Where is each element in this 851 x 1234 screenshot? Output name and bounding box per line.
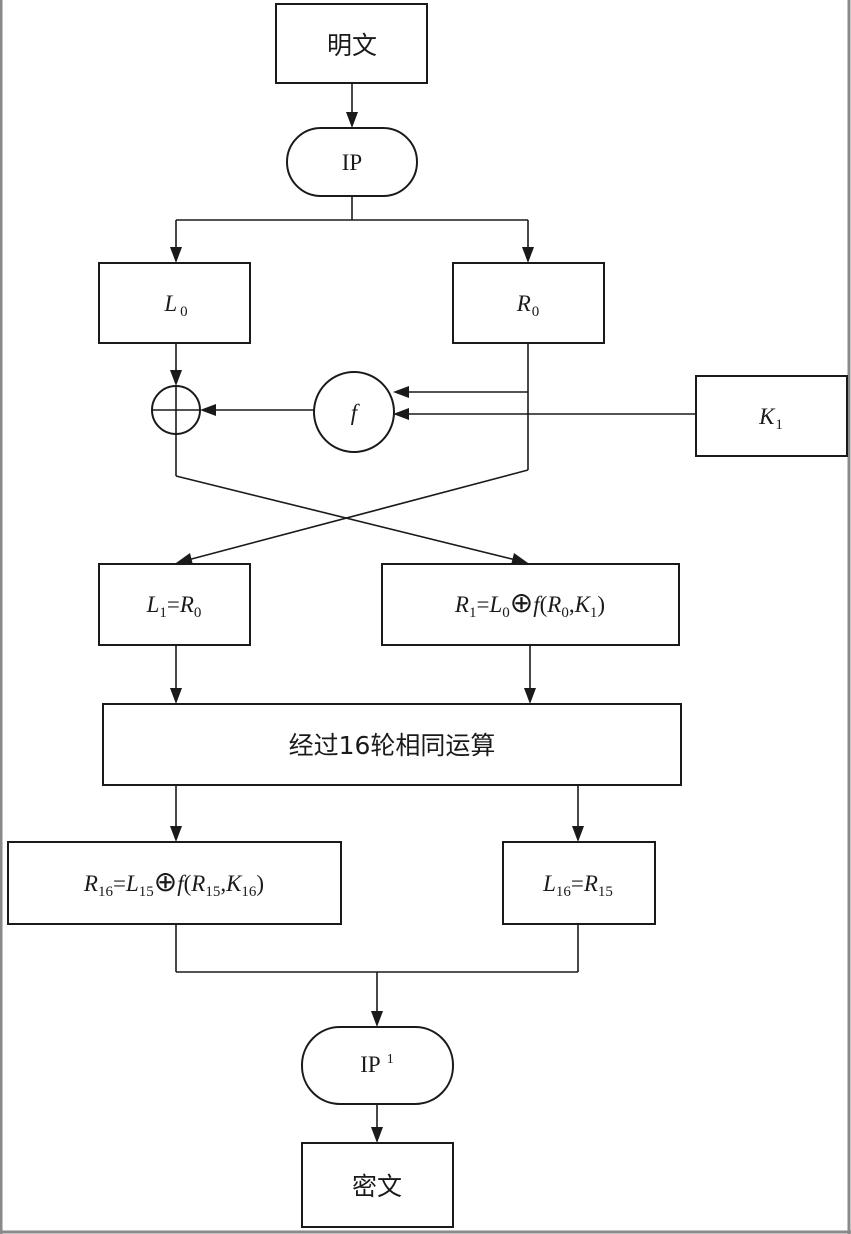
ip-inverse-label: IP 1 bbox=[360, 1052, 393, 1077]
arrowhead bbox=[524, 688, 536, 704]
l16-eq: = bbox=[571, 871, 584, 896]
l1-lhs-sub: 1 bbox=[159, 605, 167, 621]
r16-f: f bbox=[177, 871, 187, 896]
arrowhead bbox=[572, 826, 584, 842]
l0-var: L bbox=[163, 291, 177, 316]
r16-open: ( bbox=[184, 871, 192, 896]
r1-comma: , bbox=[569, 592, 575, 617]
r16-node: R16=L15⊕f(R15,K16) bbox=[7, 841, 342, 925]
r16-c-var: K bbox=[225, 871, 243, 896]
r1-xor-symbol: ⊕ bbox=[510, 588, 533, 619]
r1-b-var: R bbox=[546, 592, 561, 617]
r16-lhs-var: R bbox=[83, 871, 98, 896]
plaintext-node: 明文 bbox=[275, 3, 428, 84]
l16-node: L16=R15 bbox=[502, 841, 656, 925]
r1-c-var: K bbox=[574, 592, 592, 617]
arrowhead bbox=[393, 386, 409, 398]
arrowhead bbox=[371, 1011, 383, 1027]
l1-node: L1=R0 bbox=[98, 563, 251, 646]
arrowhead bbox=[511, 553, 528, 565]
r0-var: R bbox=[516, 291, 531, 316]
ip-inverse-node: IP 1 bbox=[301, 1026, 454, 1105]
ip-inverse-sup: 1 bbox=[387, 1052, 394, 1067]
edge-xor-cross-to-r1 bbox=[175, 475, 521, 562]
ip-inverse-text: IP bbox=[360, 1052, 380, 1077]
r1-node: R1=L0⊕f(R0,K1) bbox=[381, 563, 680, 646]
r16-comma: , bbox=[220, 871, 226, 896]
r1-c-sub: 1 bbox=[590, 605, 598, 621]
r16-a-var: L bbox=[125, 871, 139, 896]
ciphertext-label: 密文 bbox=[352, 1172, 402, 1201]
l16-rhs-var: R bbox=[583, 871, 598, 896]
k1-node: K1 bbox=[695, 375, 848, 457]
l1-lhs-var: L bbox=[146, 592, 160, 617]
arrowhead bbox=[393, 408, 409, 420]
arrowhead bbox=[346, 112, 358, 128]
r0-label: R0 bbox=[516, 291, 540, 320]
k1-label: K1 bbox=[758, 404, 783, 433]
k1-var: K bbox=[758, 404, 776, 429]
r1-lhs-sub: 1 bbox=[469, 605, 477, 621]
r1-b-sub: 0 bbox=[561, 605, 569, 621]
arrowhead bbox=[371, 1127, 383, 1143]
ip-node: IP bbox=[286, 127, 418, 197]
l16-lhs-sub: 16 bbox=[556, 884, 572, 900]
r16-label: R16=L15⊕f(R15,K16) bbox=[83, 867, 264, 900]
rounds-label: 经过16轮相同运算 bbox=[289, 731, 496, 760]
arrowhead bbox=[522, 247, 534, 263]
r1-lhs-var: R bbox=[454, 592, 469, 617]
l0-sub: 0 bbox=[180, 304, 188, 320]
xor-operator bbox=[151, 385, 201, 435]
arrowhead bbox=[170, 370, 182, 386]
r16-b-var: R bbox=[190, 871, 205, 896]
r16-xor-symbol: ⊕ bbox=[154, 867, 177, 898]
r1-a-var: L bbox=[488, 592, 502, 617]
l1-rhs-var: R bbox=[179, 592, 194, 617]
ciphertext-node: 密文 bbox=[301, 1142, 454, 1228]
r1-eq: = bbox=[476, 592, 489, 617]
arrowhead bbox=[200, 404, 216, 416]
edge-r0-cross-to-l1 bbox=[183, 469, 529, 562]
l16-lhs-var: L bbox=[542, 871, 556, 896]
r1-open: ( bbox=[540, 592, 548, 617]
ip-label: IP bbox=[342, 150, 362, 175]
r1-close: ) bbox=[597, 592, 605, 617]
r0-sub: 0 bbox=[532, 304, 540, 320]
plaintext-label: 明文 bbox=[327, 31, 377, 60]
rounds-node: 经过16轮相同运算 bbox=[102, 703, 682, 786]
l16-rhs-sub: 15 bbox=[598, 884, 613, 900]
l1-eq: = bbox=[167, 592, 180, 617]
arrowhead bbox=[170, 826, 182, 842]
arrowhead bbox=[170, 247, 182, 263]
r16-lhs-sub: 16 bbox=[98, 884, 114, 900]
r16-close: ) bbox=[256, 871, 264, 896]
arrowhead bbox=[170, 688, 182, 704]
r0-node: R0 bbox=[452, 262, 605, 344]
r1-f: f bbox=[533, 592, 543, 617]
r16-c-sub: 16 bbox=[241, 884, 257, 900]
r1-label: R1=L0⊕f(R0,K1) bbox=[454, 588, 605, 621]
arrowhead bbox=[176, 553, 193, 565]
r16-b-sub: 15 bbox=[205, 884, 220, 900]
f-function-label: f bbox=[351, 400, 361, 425]
l1-label: L1=R0 bbox=[146, 592, 202, 621]
r16-eq: = bbox=[113, 871, 126, 896]
l16-label: L16=R15 bbox=[542, 871, 613, 900]
k1-sub: 1 bbox=[775, 417, 783, 433]
r16-a-sub: 15 bbox=[139, 884, 154, 900]
r1-a-sub: 0 bbox=[502, 605, 510, 621]
edges bbox=[170, 83, 696, 1143]
l1-rhs-sub: 0 bbox=[194, 605, 202, 621]
f-function-node: f bbox=[313, 371, 395, 453]
